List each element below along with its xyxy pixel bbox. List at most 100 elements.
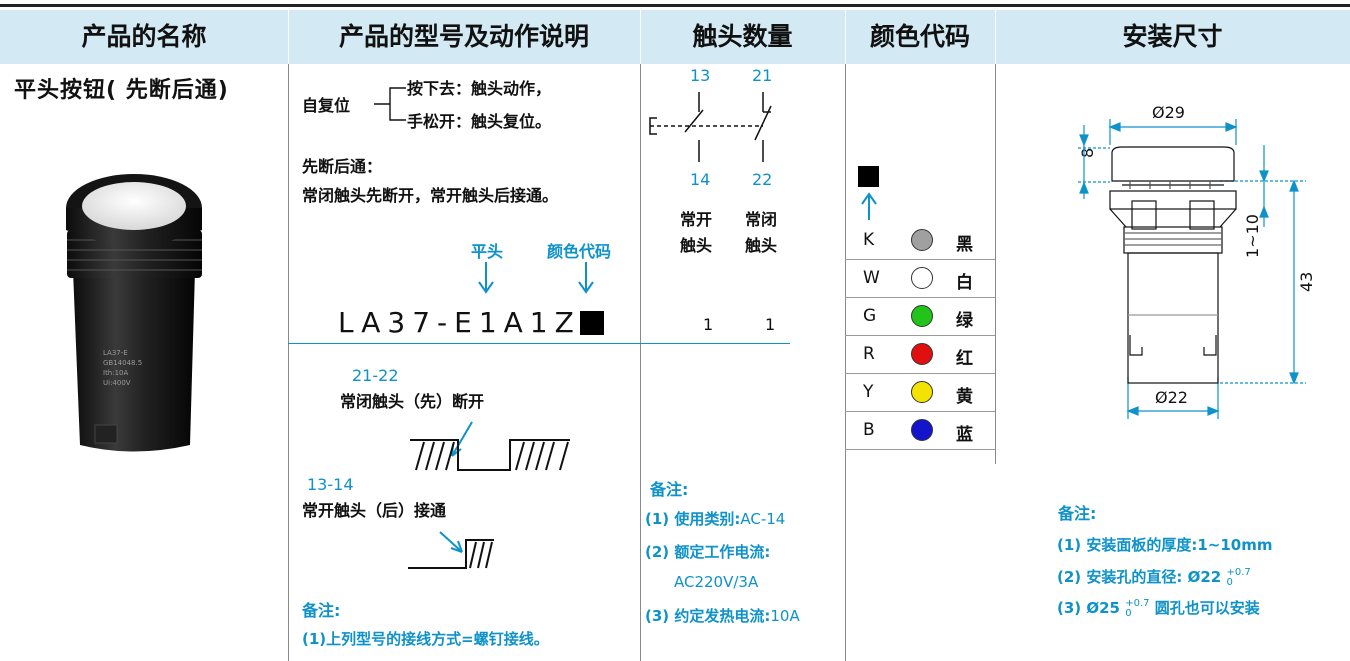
no-label-2: 触头 xyxy=(680,236,713,255)
svg-text:Ith:10A: Ith:10A xyxy=(103,369,129,377)
color-swatch xyxy=(911,343,933,365)
note-1-value: AC-14 xyxy=(740,510,786,528)
nc-contact-diagram xyxy=(410,421,570,471)
color-row: Y 黄 xyxy=(845,374,995,412)
color-name: 绿 xyxy=(956,311,973,331)
terminal-13: 13 xyxy=(690,66,711,85)
tol-plus: +0.7 xyxy=(1125,597,1150,609)
color-row: R 红 xyxy=(845,336,995,374)
dimensions-note-3: (3) Ø25 +0.7 0 圆孔也可以安装 xyxy=(1057,597,1260,619)
color-code: Y xyxy=(863,382,874,402)
break-first-title: 先断后通： xyxy=(302,157,383,176)
contacts-note-3: (3) 约定发热电流:10A xyxy=(645,605,800,626)
column-divider xyxy=(845,64,846,661)
terminal-14: 14 xyxy=(690,170,711,189)
color-name: 黑 xyxy=(956,235,973,255)
column-divider xyxy=(288,64,289,661)
table-header xyxy=(0,10,1350,64)
dimensions-note-2: (2) 安装孔的直径: Ø22 +0.7 0 xyxy=(1057,566,1251,588)
svg-text:GB14048.5: GB14048.5 xyxy=(103,359,142,367)
contacts-note-2: (2) 额定工作电流: xyxy=(645,543,771,561)
break-first-desc: 常闭触头先断开，常开触头后接通。 xyxy=(302,186,559,205)
product-name: 平头按钮( 先断后通) xyxy=(14,78,229,103)
header-divider xyxy=(995,10,996,64)
nc-label-1: 常闭 xyxy=(745,210,778,229)
color-code: B xyxy=(863,420,875,440)
terminal-22: 22 xyxy=(752,170,773,189)
label-flat: 平头 xyxy=(471,242,504,261)
tolerance: +0.7 0 xyxy=(1226,566,1251,588)
note-3-value: 10A xyxy=(770,607,800,625)
dimension-drawing xyxy=(1078,119,1306,419)
product-photo: LA37-E GB14048.5 Ith:10A Ui:400V xyxy=(66,174,202,452)
header-model: 产品的型号及动作说明 xyxy=(338,22,589,51)
release-desc: 手松开：触头复位。 xyxy=(407,112,552,131)
header-name: 产品的名称 xyxy=(81,22,207,51)
no-terminals: 13-14 xyxy=(307,475,354,494)
color-name: 黄 xyxy=(956,387,973,407)
color-name: 蓝 xyxy=(956,425,973,445)
color-swatch xyxy=(911,229,933,251)
nc-count: 1 xyxy=(765,315,776,334)
color-placeholder-square xyxy=(580,311,604,335)
header-contacts: 触头数量 xyxy=(692,22,793,51)
color-code: R xyxy=(863,344,875,364)
note-3-prefix: (3) 约定发热电流: xyxy=(645,607,771,625)
no-desc: 常开触头（后）接通 xyxy=(302,501,447,520)
contacts-note-title: 备注: xyxy=(650,480,689,499)
no-contact-diagram xyxy=(408,531,494,569)
arrow-up-icon xyxy=(861,192,877,220)
color-row: G 绿 xyxy=(845,298,995,336)
self-reset-label: 自复位 xyxy=(302,96,351,115)
label-color-code: 颜色代码 xyxy=(547,242,612,261)
svg-text:LA37-E: LA37-E xyxy=(103,349,128,357)
model-code: LA37-E1A1Z1 xyxy=(338,306,606,339)
arrow-down-icon xyxy=(478,262,494,294)
color-swatch xyxy=(911,381,933,403)
terminal-21: 21 xyxy=(752,66,773,85)
tol-plus: +0.7 xyxy=(1226,566,1251,578)
press-desc: 按下去：触头动作， xyxy=(407,79,552,98)
header-divider xyxy=(640,10,641,64)
color-code: W xyxy=(863,268,880,288)
top-diameter: Ø29 xyxy=(1152,103,1185,122)
header-divider xyxy=(845,10,846,64)
color-swatch xyxy=(911,267,933,289)
color-name: 红 xyxy=(956,349,973,369)
color-code: K xyxy=(863,230,875,250)
model-note-1: (1)上列型号的接线方式=螺钉接线。 xyxy=(302,630,549,648)
dimensions-note-1: (1) 安装面板的厚度:1~10mm xyxy=(1057,536,1273,554)
nc-terminals: 21-22 xyxy=(352,366,399,385)
column-divider xyxy=(640,64,641,661)
bottom-diameter: Ø22 xyxy=(1155,388,1188,407)
tolerance: +0.7 0 xyxy=(1125,597,1150,619)
header-color-code: 颜色代码 xyxy=(869,22,970,51)
dimensions-note-title: 备注: xyxy=(1058,504,1097,523)
no-count: 1 xyxy=(703,315,714,334)
column-divider xyxy=(995,64,996,464)
color-row: B 蓝 xyxy=(845,412,995,450)
color-row: W 白 xyxy=(845,260,995,298)
svg-text:Ui:400V: Ui:400V xyxy=(103,379,131,387)
header-dimensions: 安装尺寸 xyxy=(1122,22,1223,51)
tol-zero: 0 xyxy=(1226,576,1233,588)
color-square xyxy=(858,166,879,187)
model-row-divider xyxy=(288,343,790,344)
note-2-prefix: (2) 安装孔的直径: Ø22 xyxy=(1057,568,1222,586)
tol-zero: 0 xyxy=(1125,607,1132,619)
note-3-prefix: (3) Ø25 xyxy=(1057,599,1120,617)
header-divider xyxy=(288,10,289,64)
arrow-down-icon xyxy=(578,262,594,294)
nc-desc: 常闭触头（先）断开 xyxy=(340,392,485,411)
model-note-title: 备注: xyxy=(302,601,341,620)
contacts-note-1: (1) 使用类别:AC-14 xyxy=(645,508,785,529)
color-swatch xyxy=(911,305,933,327)
color-name: 白 xyxy=(956,273,973,293)
color-swatch xyxy=(911,419,933,441)
no-label-1: 常开 xyxy=(680,210,713,229)
contact-symbol-diagram xyxy=(649,92,772,162)
color-row: K 黑 xyxy=(845,222,995,260)
bracket-icon xyxy=(374,87,406,121)
nc-label-2: 触头 xyxy=(745,236,778,255)
top-rule xyxy=(0,4,1350,7)
